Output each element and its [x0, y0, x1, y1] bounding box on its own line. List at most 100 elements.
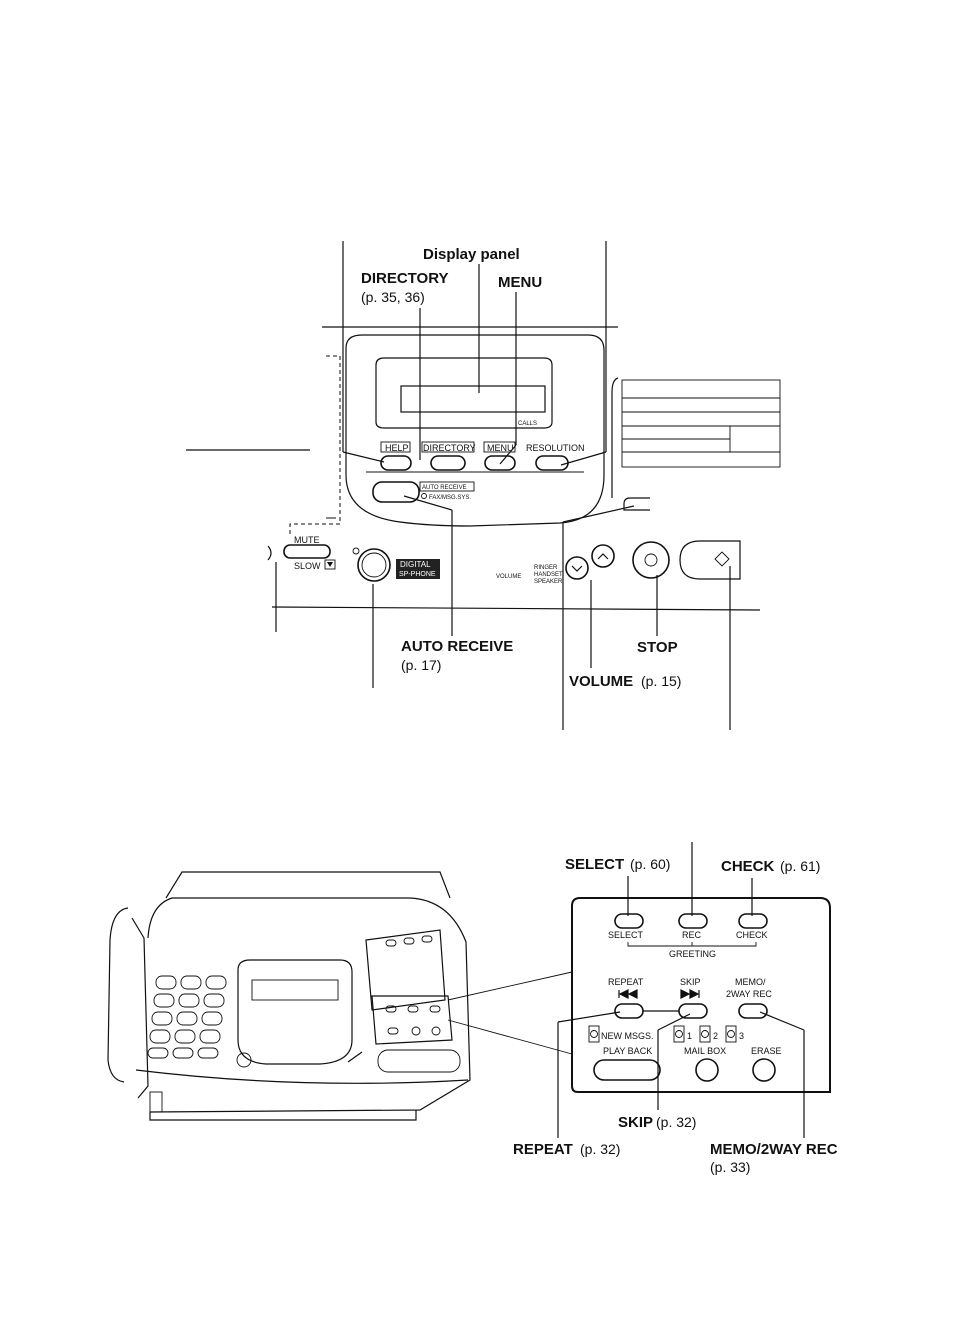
fax-body — [147, 897, 471, 1113]
side-slot — [623, 497, 650, 511]
mini-indicator — [347, 1051, 363, 1063]
memo-2way-rec-button[interactable] — [738, 1003, 768, 1019]
leader-resolution — [560, 451, 607, 466]
help-button[interactable] — [380, 455, 412, 471]
skip-button[interactable] — [678, 1003, 708, 1019]
mute-label: MUTE — [294, 535, 320, 545]
help-key-label: HELP — [385, 443, 409, 453]
slow-label: SLOW — [294, 561, 321, 571]
mini-start-button — [377, 1049, 461, 1073]
menu-button[interactable] — [484, 455, 516, 471]
stop-button[interactable] — [632, 541, 670, 579]
display-panel-callout: Display panel — [423, 246, 520, 263]
select-key-label: SELECT — [608, 930, 644, 940]
mailbox3-indicator-box — [725, 1025, 737, 1043]
greeting-bracket — [627, 942, 757, 947]
leader-memo — [759, 1011, 805, 1031]
slow-down-arrow-icon — [327, 562, 333, 567]
message-panel-diagram: SELECT REC CHECK GREETING REPEAT SKIP ME… — [513, 842, 838, 1175]
leader-slot — [562, 505, 635, 523]
volume-down-button[interactable] — [565, 556, 589, 580]
directory-callout: DIRECTORY — [361, 270, 449, 287]
check-button[interactable] — [738, 913, 768, 929]
volume-up-button[interactable] — [591, 544, 615, 568]
new-msgs-indicator — [590, 1030, 598, 1038]
edge-arc — [267, 545, 272, 561]
chevron-down-icon — [571, 565, 583, 572]
message-panel — [571, 897, 831, 1093]
digital-badge — [396, 559, 440, 579]
volume-key-label: VOLUME — [496, 574, 521, 580]
digital-badge-text: DIGITAL — [400, 560, 431, 569]
menu-callout: MENU — [498, 274, 542, 291]
skip-page-ref: (p. 32) — [656, 1114, 696, 1130]
help-label-box — [380, 441, 411, 453]
mail-box-button[interactable] — [695, 1058, 719, 1082]
select-button[interactable] — [614, 913, 644, 929]
start-button[interactable] — [679, 540, 741, 580]
start-diamond-icon — [714, 551, 730, 567]
resolution-key-label: RESOLUTION — [526, 443, 585, 453]
zoom-line-top — [447, 971, 573, 1001]
sp-phone-button-inner — [361, 552, 387, 578]
new-msgs-label: NEW MSGS. — [601, 1031, 654, 1041]
resolution-button[interactable] — [535, 455, 569, 471]
rec-button[interactable] — [678, 913, 708, 929]
repeat-page-ref: (p. 32) — [580, 1141, 620, 1157]
card-slot-edge — [611, 377, 619, 498]
rewind-icon — [618, 989, 638, 999]
new-msgs-indicator-box — [588, 1025, 600, 1043]
fast-forward-icon — [680, 989, 700, 999]
select-page-ref: (p. 60) — [630, 856, 670, 872]
leader-auto-receive — [403, 495, 453, 511]
mute-button[interactable] — [283, 544, 331, 559]
directory-label-box — [421, 441, 475, 453]
play-back-button[interactable] — [593, 1059, 661, 1081]
leader-skip — [657, 1013, 691, 1031]
auto-receive-button[interactable] — [372, 481, 420, 503]
mailbox3-indicator — [727, 1030, 735, 1038]
check-callout: CHECK — [721, 858, 775, 875]
play-back-label: PLAY BACK — [603, 1046, 652, 1056]
memo-callout: MEMO/2WAY REC — [710, 1141, 838, 1158]
check-key-label: CHECK — [736, 930, 768, 940]
volume-callout: VOLUME — [569, 673, 633, 690]
auto-receive-label-box — [419, 481, 475, 492]
fax-msg-label: FAX/MSG.SYS. — [429, 495, 471, 501]
mail-box-label: MAIL BOX — [684, 1046, 726, 1056]
paper-tray — [165, 871, 451, 899]
leader-menu — [499, 444, 517, 465]
skip-key-label: SKIP — [680, 977, 701, 987]
handset-outline — [107, 907, 129, 1083]
mini-control-housing — [237, 959, 353, 1065]
mailbox3-label: 3 — [739, 1031, 744, 1041]
directory-key-label: DIRECTORY — [423, 443, 476, 453]
stop-callout: STOP — [637, 639, 678, 656]
memo-page-ref: (p. 33) — [710, 1159, 750, 1175]
mini-display — [251, 979, 339, 1001]
repeat-key-label: REPEAT — [608, 977, 644, 987]
mailbox1-indicator-box — [673, 1025, 685, 1043]
repeat-button[interactable] — [614, 1003, 644, 1019]
auto-receive-key-label: AUTO RECEIVE — [422, 485, 467, 491]
erase-button[interactable] — [752, 1058, 776, 1082]
mailbox2-label: 2 — [713, 1031, 718, 1041]
stop-icon — [644, 553, 658, 567]
speaker-label: SPEAKER — [534, 579, 563, 585]
label-card — [621, 379, 781, 468]
dashed-bracket — [289, 355, 341, 537]
mailbox2-indicator — [701, 1030, 709, 1038]
calls-label: CALLS — [518, 421, 537, 427]
memo-key-label-1: MEMO/ — [735, 977, 766, 987]
fax-msg-indicator — [421, 493, 427, 499]
auto-receive-callout: AUTO RECEIVE — [401, 638, 513, 655]
sp-phone-badge-text: SP-PHONE — [399, 571, 436, 578]
ringer-label: RINGER — [534, 565, 558, 571]
select-callout: SELECT — [565, 856, 624, 873]
mini-flip-panel — [365, 929, 453, 1045]
directory-button[interactable] — [430, 455, 466, 471]
volume-page-ref: (p. 15) — [641, 673, 681, 689]
rec-key-label: REC — [682, 930, 702, 940]
sp-phone-button[interactable] — [357, 548, 391, 582]
